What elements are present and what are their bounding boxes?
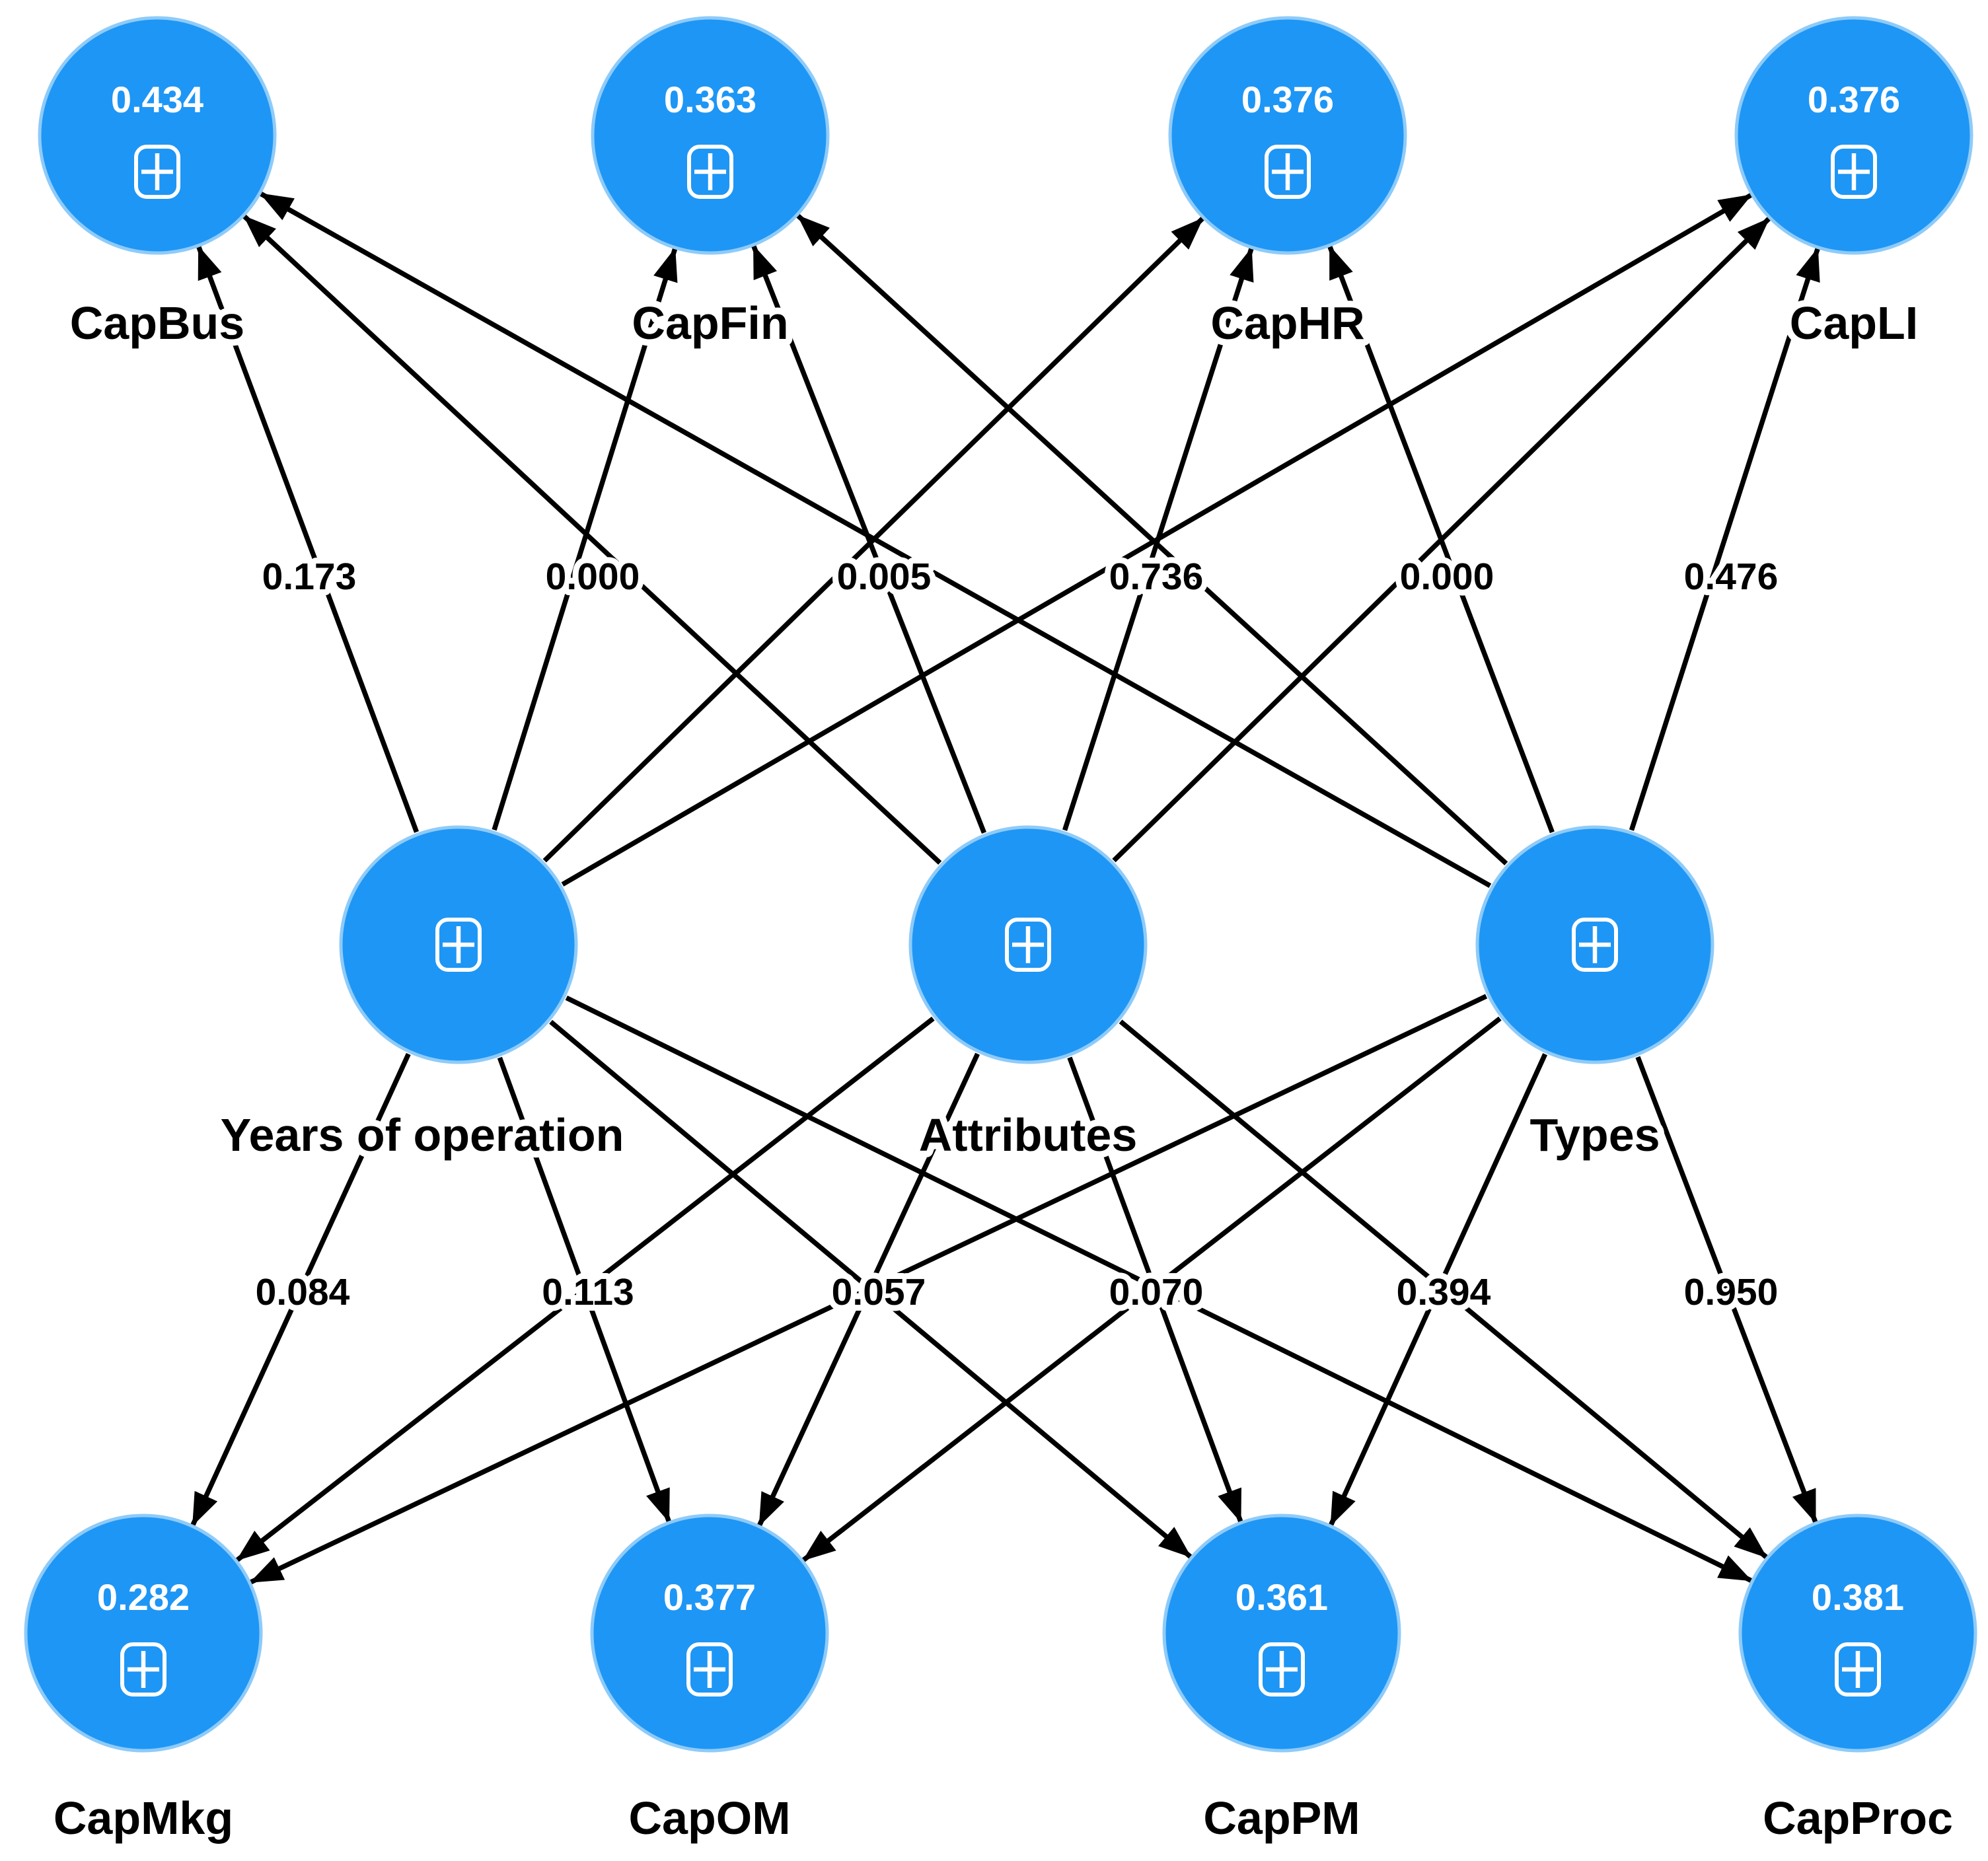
path-coefficient-label-Attributes-CapPM: 0.070 bbox=[1109, 1271, 1204, 1313]
r-square-value: 0.381 bbox=[1812, 1576, 1904, 1618]
path-arrow-Attributes-CapBus[interactable] bbox=[242, 214, 942, 865]
plus-icon[interactable] bbox=[134, 145, 180, 199]
construct-ellipse[interactable] bbox=[1738, 1514, 1977, 1753]
plus-icon[interactable] bbox=[1005, 918, 1051, 972]
path-arrow-Types-CapProc[interactable] bbox=[1635, 1056, 1818, 1523]
path-arrows-layer bbox=[190, 192, 1820, 1585]
construct-label-CapFin: CapFin bbox=[632, 297, 788, 349]
path-coefficient-label-Types-CapProc: 0.950 bbox=[1684, 1271, 1779, 1313]
r-square-value: 0.376 bbox=[1241, 79, 1334, 120]
plus-icon[interactable] bbox=[686, 1642, 733, 1697]
path-arrow-Attributes-CapProc[interactable] bbox=[1119, 1019, 1768, 1559]
construct-label-CapProc: CapProc bbox=[1763, 1792, 1953, 1844]
path-arrow-Types-CapLI[interactable] bbox=[1629, 247, 1820, 831]
path-arrow-Types-CapFin[interactable] bbox=[796, 213, 1508, 865]
r-square-value: 0.376 bbox=[1808, 79, 1900, 120]
path-arrow-Years-CapBus[interactable] bbox=[196, 245, 420, 833]
construct-label-Attributes: Attributes bbox=[919, 1109, 1138, 1161]
construct-label-CapHR: CapHR bbox=[1210, 297, 1364, 349]
plus-icon[interactable] bbox=[687, 145, 733, 199]
r-square-value: 0.377 bbox=[663, 1576, 756, 1618]
plus-icon[interactable] bbox=[435, 918, 482, 972]
construct-ellipse[interactable] bbox=[1162, 1514, 1401, 1753]
construct-label-CapMkg: CapMkg bbox=[54, 1792, 233, 1844]
path-arrow-Types-CapMkg[interactable] bbox=[249, 994, 1488, 1585]
path-coefficient-label-Attributes-CapHR: 0.736 bbox=[1109, 556, 1204, 598]
path-arrow-Years-CapFin[interactable] bbox=[492, 247, 678, 831]
construct-node-Types[interactable]: Types bbox=[1475, 825, 1714, 1167]
plus-icon[interactable] bbox=[1831, 145, 1877, 199]
plus-icon[interactable] bbox=[1259, 1642, 1305, 1697]
path-arrow-Attributes-CapMkg[interactable] bbox=[235, 1016, 935, 1562]
construct-label-CapBus: CapBus bbox=[70, 297, 244, 349]
path-coefficient-label-Years-CapBus: 0.173 bbox=[262, 556, 357, 598]
r-square-value: 0.363 bbox=[664, 79, 756, 120]
construct-ellipse[interactable] bbox=[38, 16, 277, 255]
construct-node-Years[interactable]: Years of operation bbox=[214, 825, 630, 1167]
path-arrow-Years-CapMkg[interactable] bbox=[190, 1052, 411, 1527]
construct-nodes-layer: 0.434CapBus0.363CapFin0.376CapHR0.376Cap… bbox=[24, 16, 1977, 1850]
construct-ellipse[interactable] bbox=[590, 1514, 829, 1753]
r-square-value: 0.361 bbox=[1235, 1576, 1328, 1618]
path-coefficient-label-Years-CapMkg: 0.084 bbox=[256, 1271, 350, 1313]
construct-node-Attributes[interactable]: Attributes bbox=[908, 825, 1148, 1167]
plus-icon[interactable] bbox=[120, 1642, 166, 1697]
construct-label-Years: Years of operation bbox=[221, 1109, 624, 1161]
construct-ellipse[interactable] bbox=[1734, 16, 1973, 255]
construct-ellipse[interactable] bbox=[24, 1514, 263, 1753]
path-coefficient-label-Years-CapOM: 0.113 bbox=[542, 1271, 634, 1313]
construct-label-CapLI: CapLI bbox=[1790, 297, 1918, 349]
construct-label-CapOM: CapOM bbox=[629, 1792, 791, 1844]
path-coefficient-label-Types-CapHR: 0.000 bbox=[1400, 556, 1494, 598]
plus-icon[interactable] bbox=[1835, 1642, 1881, 1697]
plus-icon[interactable] bbox=[1572, 918, 1618, 972]
path-coefficient-label-Attributes-CapOM: 0.057 bbox=[832, 1271, 926, 1313]
construct-ellipse[interactable] bbox=[1168, 16, 1407, 255]
path-coefficient-label-Attributes-CapFin: 0.005 bbox=[837, 556, 932, 598]
path-coefficient-label-Types-CapLI: 0.476 bbox=[1684, 556, 1779, 598]
plus-icon[interactable] bbox=[1265, 145, 1311, 199]
path-arrow-Years-CapProc[interactable] bbox=[565, 995, 1753, 1583]
construct-label-Types: Types bbox=[1529, 1109, 1660, 1161]
r-square-value: 0.282 bbox=[97, 1576, 190, 1618]
path-coefficients-layer: 0.173 0.000 0.005 0.736 0.000 0.476 0.084 0.113… bbox=[250, 550, 1785, 1319]
r-square-value: 0.434 bbox=[111, 79, 203, 120]
path-coefficient-label-Types-CapPM: 0.394 bbox=[1397, 1271, 1491, 1313]
path-coefficient-label-Years-CapFin: 0.000 bbox=[546, 556, 640, 598]
construct-ellipse[interactable] bbox=[591, 16, 830, 255]
path-arrow-Attributes-CapHR[interactable] bbox=[1062, 247, 1254, 831]
path-arrow-Types-CapHR[interactable] bbox=[1327, 245, 1555, 834]
construct-label-CapPM: CapPM bbox=[1203, 1792, 1360, 1844]
path-arrow-Types-CapPM[interactable] bbox=[1329, 1053, 1548, 1526]
path-arrow-Types-CapOM[interactable] bbox=[801, 1016, 1502, 1562]
path-arrow-Attributes-CapFin[interactable] bbox=[751, 244, 986, 834]
path-arrow-Types-CapBus[interactable] bbox=[260, 192, 1492, 888]
